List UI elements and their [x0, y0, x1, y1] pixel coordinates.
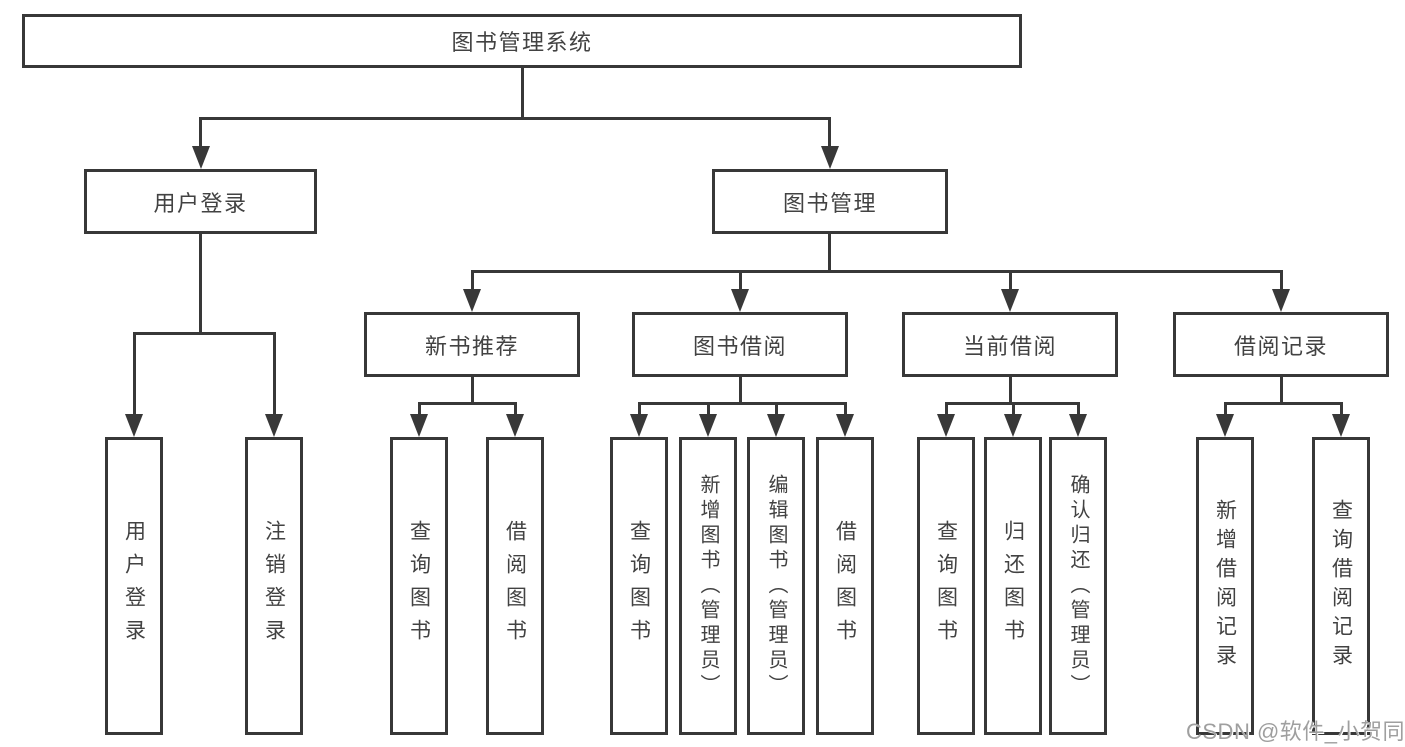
leaf-user-login: 用户登录 [105, 437, 163, 735]
borrow-records-rail-line [1223, 402, 1343, 405]
arrowhead-borrow-records [1272, 289, 1290, 312]
node-current-borrow: 当前借阅 [902, 312, 1118, 377]
leaf-label: 借阅图书 [833, 520, 857, 652]
arrow-line-borrow-records [1279, 270, 1283, 292]
leaf-query-books-current: 查询图书 [917, 437, 975, 735]
leaf-query-books-borrow: 查询图书 [610, 437, 668, 735]
arrow-line-leaf [1011, 402, 1015, 417]
arrow-line-leaf [1223, 402, 1227, 417]
book-borrow-stem-line [738, 377, 742, 405]
arrowhead-book-management [820, 146, 839, 169]
arrow-line-leaf [417, 402, 421, 417]
arrowhead-leaf [506, 414, 524, 437]
new-book-stem-line [470, 377, 474, 405]
arrowhead-leaf [410, 414, 428, 437]
user-login-stem-line [199, 234, 202, 334]
leaf-label: 查询借阅记录 [1329, 499, 1353, 673]
leaf-add-books-admin: 新增图书（管理员） [679, 437, 737, 735]
leaf-label: 归还图书 [1001, 520, 1025, 652]
leaf-borrow-books-recommend: 借阅图书 [486, 437, 544, 735]
arrow-line-leaf [637, 402, 641, 417]
arrowhead-leaf [836, 414, 854, 437]
current-borrow-stem-line [1008, 377, 1012, 405]
arrow-line-leaf [1339, 402, 1343, 417]
book-borrow-rail-line [637, 402, 847, 405]
leaf-add-borrow-record: 新增借阅记录 [1196, 437, 1254, 735]
book-management-stem-line [828, 234, 831, 272]
leaf-logout: 注销登录 [245, 437, 303, 735]
arrowhead-logout-leaf [265, 414, 283, 437]
borrow-records-stem-line [1279, 377, 1283, 405]
arrowhead-leaf [937, 414, 955, 437]
leaf-query-books-recommend: 查询图书 [390, 437, 448, 735]
arrowhead-leaf [1216, 414, 1234, 437]
level1-rail-line [199, 117, 831, 120]
leaf-label: 注销登录 [262, 520, 286, 652]
node-new-book-recommend: 新书推荐 [364, 312, 580, 377]
user-login-rail-line [132, 332, 276, 335]
node-book-management: 图书管理 [712, 169, 948, 234]
arrowhead-user-login [191, 146, 210, 169]
node-library-management-system: 图书管理系统 [22, 14, 1022, 68]
arrowhead-leaf [699, 414, 717, 437]
arrowhead-current-borrow [1001, 289, 1019, 312]
arrow-line-login-leaf [132, 332, 136, 416]
arrow-line-leaf [944, 402, 948, 417]
arrow-line-current-borrow [1008, 270, 1012, 292]
leaf-label: 编辑图书（管理员） [765, 473, 787, 699]
node-borrow-records: 借阅记录 [1173, 312, 1389, 377]
node-book-borrow: 图书借阅 [632, 312, 848, 377]
arrowhead-leaf [767, 414, 785, 437]
node-user-login: 用户登录 [84, 169, 317, 234]
leaf-label: 确认归还（管理员） [1067, 473, 1089, 699]
arrow-line-leaf [513, 402, 517, 417]
leaf-label: 新增图书（管理员） [697, 473, 719, 699]
arrow-line-new-book [470, 270, 474, 292]
arrow-line-leaf [843, 402, 847, 417]
leaf-edit-books-admin: 编辑图书（管理员） [747, 437, 805, 735]
arrow-line-book-borrow [738, 270, 742, 292]
arrow-line-logout-leaf [272, 332, 276, 416]
leaf-confirm-return-admin: 确认归还（管理员） [1049, 437, 1107, 735]
leaf-borrow-books: 借阅图书 [816, 437, 874, 735]
arrowhead-leaf [630, 414, 648, 437]
arrow-line-book-management [828, 117, 831, 149]
arrowhead-leaf [1332, 414, 1350, 437]
root-stem-line [520, 68, 524, 118]
leaf-label: 借阅图书 [503, 520, 527, 652]
csdn-watermark: CSDN @软件_小贺同学 [1186, 719, 1405, 744]
arrow-line-leaf [774, 402, 778, 417]
leaf-label: 查询图书 [627, 520, 651, 652]
arrowhead-leaf [1069, 414, 1087, 437]
arrowhead-new-book [463, 289, 481, 312]
leaf-label: 查询图书 [407, 520, 431, 652]
arrowhead-book-borrow [731, 289, 749, 312]
new-book-rail-line [417, 402, 517, 405]
arrow-line-leaf [1076, 402, 1080, 417]
arrow-line-leaf [706, 402, 710, 417]
leaf-label: 新增借阅记录 [1213, 499, 1237, 673]
leaf-label: 用户登录 [122, 520, 146, 652]
leaf-label: 查询图书 [934, 520, 958, 652]
leaf-return-books: 归还图书 [984, 437, 1042, 735]
arrowhead-leaf [1004, 414, 1022, 437]
arrow-line-user-login [199, 117, 202, 149]
level2-rail-line [470, 270, 1283, 273]
arrowhead-login-leaf [125, 414, 143, 437]
leaf-query-borrow-record: 查询借阅记录 [1312, 437, 1370, 735]
